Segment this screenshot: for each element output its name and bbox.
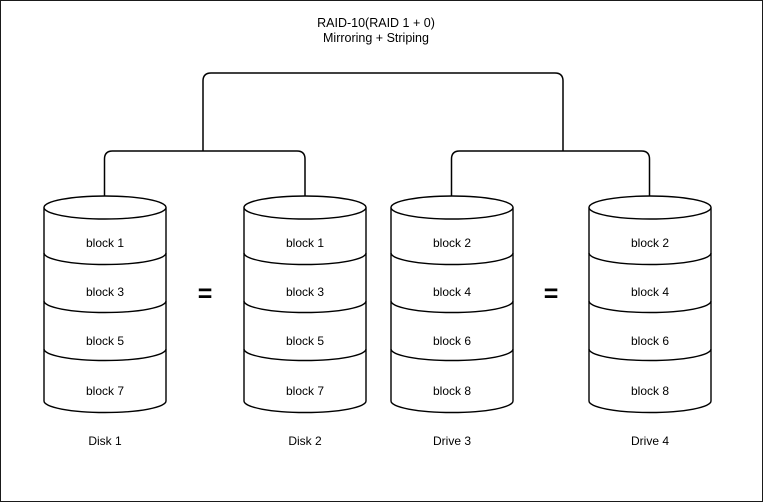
disk-1-block-1-label: block 1 <box>85 236 125 250</box>
drive-4-block-1-label: block 2 <box>630 236 670 250</box>
disk-2-block-3-label: block 5 <box>285 334 325 348</box>
disk-2-name-label: Disk 2 <box>288 434 322 448</box>
drive-3-block-4-label: block 8 <box>432 384 472 398</box>
connector-tree <box>103 72 651 201</box>
drive-3-block-1-label: block 2 <box>432 236 472 250</box>
block-divider <box>43 252 167 266</box>
cylinder-top <box>243 195 367 220</box>
right-pair-connector <box>450 150 651 201</box>
drive-4-block-4-label: block 8 <box>630 384 670 398</box>
cylinder-body <box>43 207 167 414</box>
disk-2-block-2-label: block 3 <box>285 285 325 299</box>
block-divider <box>390 348 514 362</box>
drive-3-name-label: Drive 3 <box>432 434 471 448</box>
drive-4-block-2-label: block 4 <box>630 285 670 299</box>
block-divider <box>43 300 167 314</box>
block-divider <box>390 252 514 266</box>
top-bracket-connector <box>202 72 564 151</box>
cylinder-top <box>43 195 167 220</box>
drive-3-cylinder <box>390 195 514 414</box>
drive-3-block-2-label: block 4 <box>432 285 472 299</box>
disk-1-block-3-label: block 5 <box>85 334 125 348</box>
drive-4-name-label: Drive 4 <box>630 434 669 448</box>
block-divider <box>390 300 514 314</box>
block-divider <box>588 300 712 314</box>
cylinder-top <box>588 195 712 220</box>
left-pair-connector <box>103 150 306 201</box>
cylinder-top <box>390 195 514 220</box>
cylinder-body <box>243 207 367 414</box>
drive-4-block-3-label: block 6 <box>630 334 670 348</box>
disk-2-block-1-label: block 1 <box>285 236 325 250</box>
title-line-2: Mirroring + Striping <box>323 30 429 45</box>
cylinder-body <box>390 207 514 414</box>
block-divider <box>588 348 712 362</box>
drive-4-cylinder <box>588 195 712 414</box>
disk-1-name-label: Disk 1 <box>88 434 122 448</box>
block-divider <box>43 348 167 362</box>
title-line-1: RAID-10(RAID 1 + 0) <box>317 16 435 30</box>
disk-1-cylinder <box>43 195 167 414</box>
block-divider <box>588 252 712 266</box>
disk-2-cylinder <box>243 195 367 414</box>
cylinder-body <box>588 207 712 414</box>
mirror-equals-sign-left: = <box>197 280 213 308</box>
block-divider <box>243 300 367 314</box>
mirror-equals-sign-right: = <box>543 280 559 308</box>
drive-3-block-3-label: block 6 <box>432 334 472 348</box>
block-divider <box>243 348 367 362</box>
diagram-title: RAID-10(RAID 1 + 0) Mirroring + Striping <box>1 16 751 45</box>
block-divider <box>243 252 367 266</box>
disk-1-block-2-label: block 3 <box>85 285 125 299</box>
disk-1-block-4-label: block 7 <box>85 384 125 398</box>
disk-2-block-4-label: block 7 <box>285 384 325 398</box>
